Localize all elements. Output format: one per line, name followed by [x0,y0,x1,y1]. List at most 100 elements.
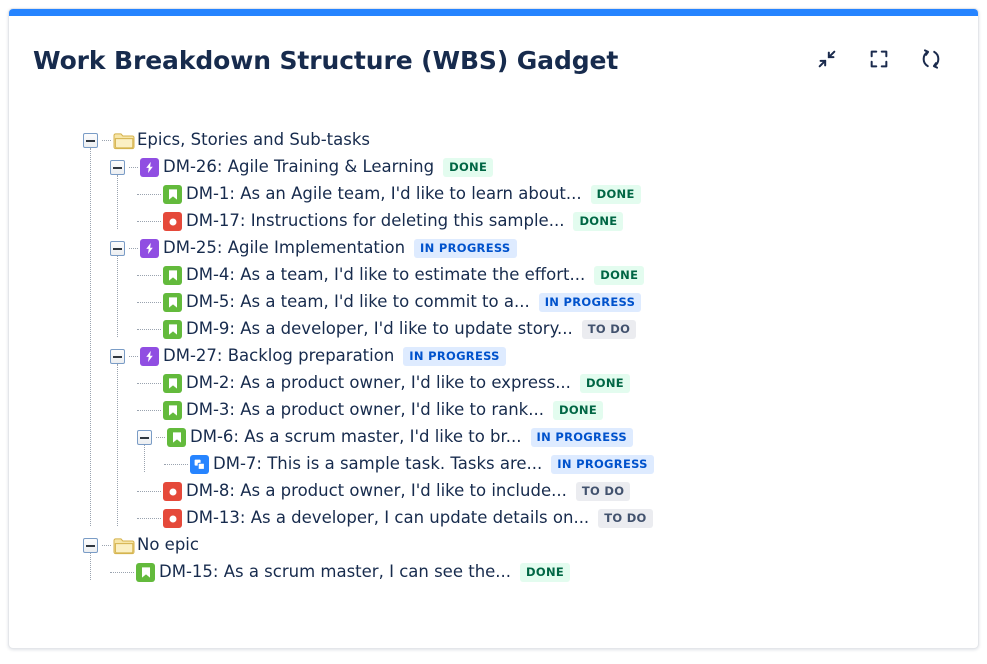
tree-connector [137,518,161,519]
tree-row[interactable]: DM-13: As a developer, I can update deta… [9,505,978,532]
tree-row[interactable]: DM-3: As a product owner, I'd like to ra… [9,397,978,424]
refresh-icon[interactable] [918,46,944,72]
folder-icon [113,537,135,555]
status-badge: DONE [594,266,645,285]
story-icon [163,266,182,285]
tree-row-label: DM-15: As a scrum master, I can see the.… [159,562,512,582]
tree-guide-line [117,256,118,337]
tree-guide-line [117,364,118,526]
tree-guide-line [144,445,145,472]
tree-connector [129,248,138,249]
status-badge: DONE [443,158,494,177]
collapse-icon[interactable] [814,46,840,72]
tree-connector [137,410,161,411]
bug-icon [163,482,182,501]
collapse-toggle[interactable] [110,349,125,364]
tree-row[interactable]: Epics, Stories and Sub-tasks [9,127,978,154]
tree-row-label: DM-17: Instructions for deleting this sa… [186,211,565,231]
status-badge: IN PROGRESS [414,239,517,258]
tree-row[interactable]: DM-1: As an Agile team, I'd like to lear… [9,181,978,208]
tree-connector [137,383,161,384]
tree-row-label: DM-4: As a team, I'd like to estimate th… [186,265,586,285]
tree-row[interactable]: DM-9: As a developer, I'd like to update… [9,316,978,343]
tree-connector [164,464,188,465]
status-badge: IN PROGRESS [403,347,506,366]
status-badge: IN PROGRESS [530,428,633,447]
tree-row-label: DM-26: Agile Training & Learning [163,157,435,177]
collapse-toggle[interactable] [110,241,125,256]
tree-row-label: DM-6: As a scrum master, I'd like to br.… [190,427,522,447]
tree-row-label: DM-1: As an Agile team, I'd like to lear… [186,184,582,204]
story-icon [163,401,182,420]
status-badge: TO DO [581,320,637,339]
story-icon [136,563,155,582]
tree-guide-line [90,148,91,526]
tree-row[interactable]: DM-2: As a product owner, I'd like to ex… [9,370,978,397]
tree-row-label: DM-7: This is a sample task. Tasks are..… [213,454,543,474]
epic-icon [140,158,159,177]
tree-guide-line [117,175,118,229]
tree-connector [129,167,138,168]
tree-connector [129,356,138,357]
tree-row-label: DM-9: As a developer, I'd like to update… [186,319,573,339]
tree-row[interactable]: DM-7: This is a sample task. Tasks are..… [9,451,978,478]
card-accent-bar [9,9,978,16]
epic-icon [140,347,159,366]
collapse-toggle[interactable] [110,160,125,175]
gadget-header: Work Breakdown Structure (WBS) Gadget [9,16,978,104]
tree-connector [102,545,111,546]
story-icon [163,320,182,339]
tree-row[interactable]: No epic [9,532,978,559]
tree-connector [102,140,111,141]
tree-row[interactable]: DM-5: As a team, I'd like to commit to a… [9,289,978,316]
epic-icon [140,239,159,258]
story-icon [167,428,186,447]
status-badge: DONE [573,212,624,231]
bug-icon [163,212,182,231]
collapse-toggle[interactable] [83,133,98,148]
tree-connector [110,572,134,573]
tree-row-label: DM-2: As a product owner, I'd like to ex… [186,373,571,393]
tree-connector [137,491,161,492]
tree-row-label: No epic [137,535,199,555]
tree-row[interactable]: DM-17: Instructions for deleting this sa… [9,208,978,235]
status-badge: DONE [579,374,630,393]
tree-row[interactable]: DM-8: As a product owner, I'd like to in… [9,478,978,505]
bug-icon [163,509,182,528]
tree-row[interactable]: DM-27: Backlog preparation IN PROGRESS [9,343,978,370]
tree-row-label: DM-3: As a product owner, I'd like to ra… [186,400,544,420]
status-badge: IN PROGRESS [551,455,654,474]
tree-row-label: DM-5: As a team, I'd like to commit to a… [186,292,530,312]
collapse-toggle[interactable] [83,538,98,553]
tree-row[interactable]: DM-4: As a team, I'd like to estimate th… [9,262,978,289]
fullscreen-icon[interactable] [866,46,892,72]
tree-connector [137,329,161,330]
tree-row[interactable]: DM-6: As a scrum master, I'd like to br.… [9,424,978,451]
wbs-gadget-card: Work Breakdown Structure (WBS) Gadget [8,8,979,649]
header-actions [814,46,944,72]
status-badge: DONE [552,401,603,420]
tree-connector [137,275,161,276]
tree-row[interactable]: DM-26: Agile Training & Learning DONE [9,154,978,181]
status-badge: DONE [590,185,641,204]
tree-connector [156,437,165,438]
tree-row-label: DM-25: Agile Implementation [163,238,406,258]
story-icon [163,293,182,312]
tree-connector [137,221,161,222]
tree-row-label: Epics, Stories and Sub-tasks [137,130,371,150]
tree-connector [137,194,161,195]
tree-row[interactable]: DM-15: As a scrum master, I can see the.… [9,559,978,586]
tree-row-label: DM-13: As a developer, I can update deta… [186,508,590,528]
tree-guide-line [90,553,91,580]
tree-connector [137,302,161,303]
story-icon [163,185,182,204]
subtask-icon [190,455,209,474]
tree-row-label: DM-27: Backlog preparation [163,346,395,366]
tree-row-label: DM-8: As a product owner, I'd like to in… [186,481,567,501]
page-title: Work Breakdown Structure (WBS) Gadget [33,46,619,75]
story-icon [163,374,182,393]
folder-icon [113,132,135,150]
collapse-toggle[interactable] [137,430,152,445]
tree-row[interactable]: DM-25: Agile Implementation IN PROGRESS [9,235,978,262]
